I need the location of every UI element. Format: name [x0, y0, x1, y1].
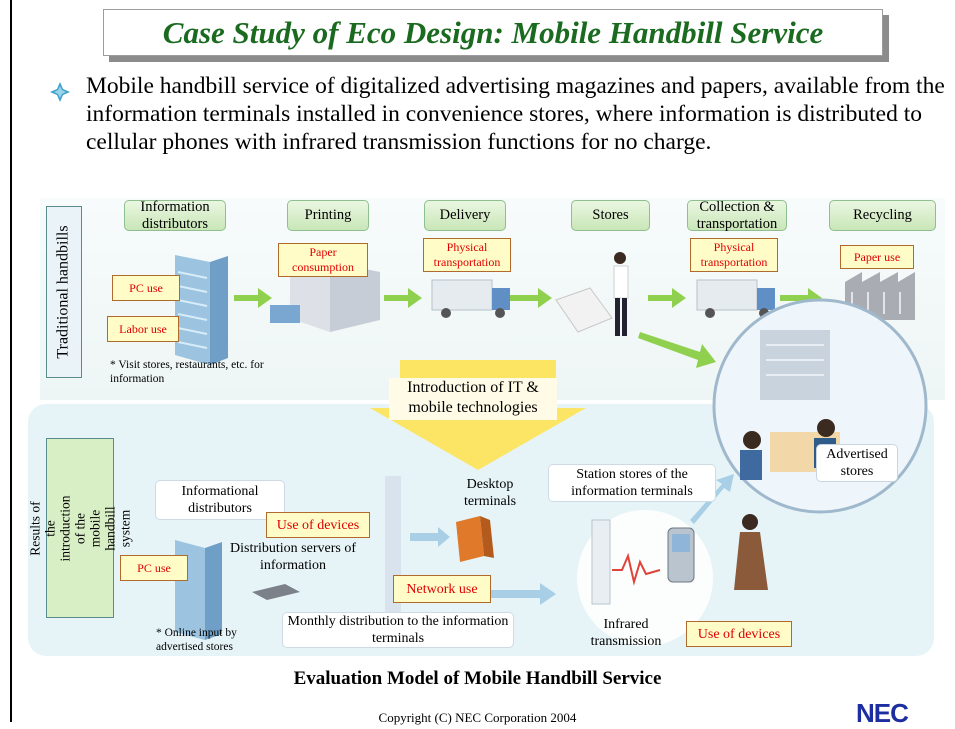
tag-physical-transportation-1: Physical transportation: [423, 238, 511, 272]
tag-paper-use: Paper use: [840, 245, 914, 269]
tag-pc-use-traditional: PC use: [112, 275, 180, 301]
desktop-terminal-icon: [456, 516, 494, 562]
station-stores-box: Station stores of the information termin…: [548, 464, 716, 502]
server-pillar-icon: [385, 476, 401, 626]
stage-recycling: Recycling: [829, 200, 936, 231]
collection-truck-icon: [696, 279, 775, 318]
page-title: Case Study of Eco Design: Mobile Handbil…: [162, 14, 824, 50]
distribution-servers-label: Distribution servers of information: [230, 541, 356, 573]
printing-factory-icon: [270, 262, 380, 332]
diamond-bullet-icon: [50, 82, 70, 102]
results-label-box: Results of the introduction of the mobil…: [28, 438, 133, 618]
person-with-flyer-icon: [555, 252, 629, 336]
stage-information-distributors: Information distributors: [124, 199, 226, 232]
infrared-area: [577, 510, 713, 646]
tag-physical-transportation-2: Physical transportation: [690, 238, 778, 272]
advertised-stores-box: Advertised stores: [816, 444, 898, 482]
tag-labor-use: Labor use: [107, 316, 179, 342]
slide-left-border: [10, 0, 12, 722]
stage-delivery: Delivery: [424, 200, 506, 231]
informational-distributors-box: Informational distributors: [155, 480, 285, 520]
online-input-note: * Online input by advertised stores: [156, 627, 237, 653]
bullet-text: Mobile handbill service of digitalized a…: [86, 73, 945, 155]
delivery-truck-icon: [431, 279, 510, 318]
tag-paper-consumption: Paper consumption: [278, 243, 368, 277]
traditional-label-box: Traditional handbills: [46, 206, 82, 378]
nec-logo: NEC: [856, 698, 909, 728]
tag-use-of-devices-1: Use of devices: [266, 512, 370, 538]
infrared-transmission-label: Infrared transmission: [590, 617, 662, 649]
diagram-caption: Evaluation Model of Mobile Handbill Serv…: [293, 668, 662, 689]
stage-collection-transportation: Collection & transportation: [687, 199, 787, 232]
desktop-terminals-label: Desktop terminals: [463, 477, 517, 509]
stage-stores: Stores: [571, 200, 650, 231]
distribution-server-icon: [252, 584, 300, 600]
copyright: Copyright (C) NEC Corporation 2004: [378, 710, 577, 725]
tag-network-use: Network use: [393, 575, 491, 603]
stage-printing: Printing: [287, 200, 369, 231]
office-building-icon: [175, 255, 228, 365]
traditional-note: * Visit stores, restaurants, etc. for in…: [110, 359, 264, 385]
tag-use-of-devices-2: Use of devices: [686, 621, 792, 647]
title-box: Case Study of Eco Design: Mobile Handbil…: [103, 9, 883, 56]
it-introduction-banner: Introduction of IT & mobile technologies: [389, 378, 557, 420]
tag-pc-use-results: PC use: [120, 555, 188, 581]
woman-with-phone-icon: [734, 514, 768, 590]
monthly-distribution-box: Monthly distribution to the information …: [282, 612, 514, 648]
